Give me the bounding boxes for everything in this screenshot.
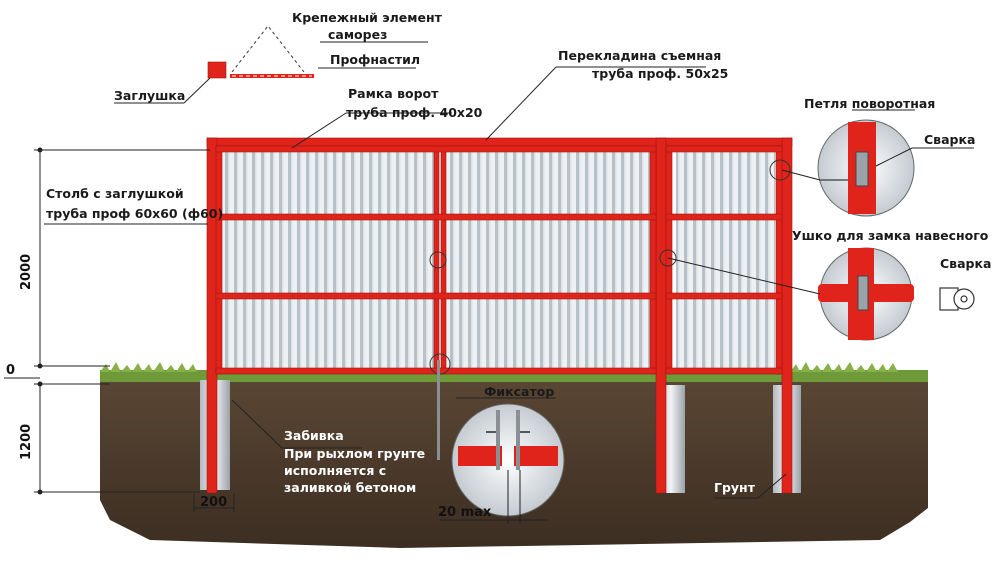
label-weld-side: Сварка [940, 256, 991, 271]
left-post [206, 137, 218, 494]
hinge-lens [817, 119, 915, 217]
label-cap: Заглушка [114, 88, 185, 103]
label-weld-top: Сварка [924, 132, 975, 147]
label-driving-4: заливкой бетоном [284, 480, 416, 495]
dim-zero: 0 [6, 363, 15, 378]
label-frame-2: труба проф. 40х20 [346, 105, 483, 120]
label-crossbar-1: Перекладина съемная [558, 48, 721, 63]
label-driving-3: исполняется с [284, 463, 386, 478]
label-driving-1: Забивка [284, 428, 344, 443]
label-post-1: Столб с заглушкой [46, 186, 184, 201]
dimension-lines [4, 149, 548, 524]
label-fastener-1: Крепежный элемент [292, 10, 443, 25]
dim-gap-max: 20 max [438, 505, 492, 520]
label-crossbar-2: труба проф. 50х25 [592, 66, 728, 81]
label-lock-eye: Ушко для замка навесного [792, 228, 989, 243]
lock-eye-lens [818, 247, 914, 341]
middle-post [655, 137, 667, 494]
label-driving-2: При рыхлом грунте [284, 446, 425, 461]
dim-base-width: 200 [200, 495, 227, 510]
latch-lens [451, 403, 565, 517]
label-frame-1: Рамка ворот [348, 86, 439, 101]
label-soil: Грунт [714, 480, 756, 495]
label-post-2: труба проф 60х60 (ф60) [46, 206, 223, 221]
dim-height-above: 2000 [19, 254, 34, 290]
latch-rod [437, 360, 440, 460]
weld-icon [939, 287, 975, 311]
profnastil-sheets [222, 152, 775, 374]
cap-illustration [207, 25, 314, 79]
dim-height-below: 1200 [19, 424, 34, 460]
right-post [781, 137, 793, 494]
gate-frame [206, 137, 793, 494]
leader-lines [44, 41, 974, 499]
label-latch: Фиксатор [484, 384, 554, 399]
label-hinge: Петля поворотная [804, 96, 935, 111]
label-fastener-2: саморез [328, 27, 387, 42]
label-profnastil: Профнастил [330, 52, 420, 67]
